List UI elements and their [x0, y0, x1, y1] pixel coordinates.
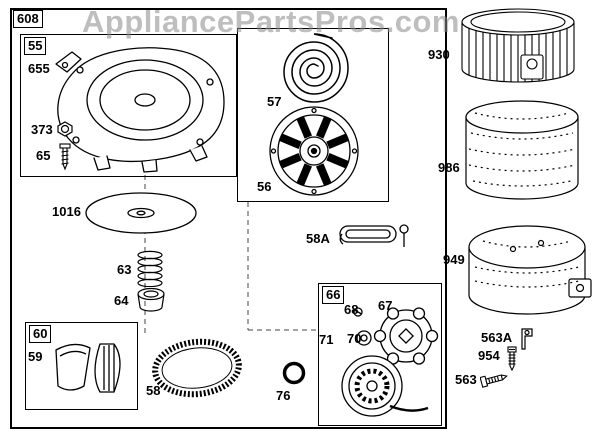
- part-label-986[interactable]: 986: [438, 160, 460, 175]
- part-label-563[interactable]: 563: [455, 372, 477, 387]
- part-label-71[interactable]: 71: [319, 332, 334, 347]
- part-label-59[interactable]: 59: [28, 349, 43, 364]
- part-label-70[interactable]: 70: [347, 331, 362, 346]
- part-label-58[interactable]: 58: [146, 383, 161, 398]
- part-label-67[interactable]: 67: [378, 298, 393, 313]
- part-label-60[interactable]: 60: [29, 325, 52, 343]
- part-label-1016[interactable]: 1016: [52, 204, 81, 219]
- part-label-57[interactable]: 57: [267, 94, 282, 109]
- pulley-halves-59-drawing: [55, 343, 121, 393]
- part-label-563A[interactable]: 563A: [481, 330, 513, 345]
- rewind-pulley-56-drawing: [269, 106, 359, 196]
- cup-washer-64-drawing: [137, 287, 165, 312]
- starter-cup-949-drawing: [468, 225, 592, 315]
- part-label-58A[interactable]: 58A: [306, 231, 330, 246]
- group-box-60: [25, 322, 138, 410]
- part-label-76[interactable]: 76: [276, 388, 291, 403]
- part-label-930[interactable]: 930: [428, 47, 450, 62]
- blower-housing-drawing: [55, 47, 225, 173]
- rewind-screen-1016-drawing: [85, 192, 197, 234]
- part-label-373[interactable]: 373: [31, 122, 53, 137]
- rewind-cage-930-drawing: [461, 8, 575, 83]
- screw-65-drawing: [59, 143, 71, 171]
- part-label-66[interactable]: 66: [322, 286, 345, 304]
- part-label-68[interactable]: 68: [344, 302, 359, 317]
- clutch-ratchet-67: [373, 307, 439, 365]
- clip-563A-drawing: [521, 328, 533, 350]
- clutch-pulley-71: [341, 355, 429, 417]
- rope-guide-58A-drawing: [339, 224, 409, 247]
- part-label-655[interactable]: 655: [28, 61, 50, 76]
- part-label-55[interactable]: 55: [24, 37, 47, 55]
- recoil-spring-57-drawing: [283, 33, 349, 103]
- screw-563-drawing: [480, 374, 508, 388]
- spring-63-drawing: [137, 250, 163, 287]
- starter-clutch-66-drawing: [341, 307, 439, 417]
- part-label-65[interactable]: 65: [36, 148, 51, 163]
- part-label-63[interactable]: 63: [117, 262, 132, 277]
- starter-spring-loop-58-drawing: [152, 338, 242, 398]
- part-label-954[interactable]: 954: [478, 348, 500, 363]
- seal-ring-76-drawing: [282, 361, 306, 385]
- group-box-57-56: [237, 28, 389, 202]
- group-box-55: [20, 34, 237, 177]
- part-label-56[interactable]: 56: [257, 179, 272, 194]
- part-label-608[interactable]: 608: [13, 10, 43, 28]
- group-box-608: [10, 8, 447, 429]
- part-label-949[interactable]: 949: [443, 252, 465, 267]
- screw-954-drawing: [507, 346, 517, 372]
- foam-element-986-drawing: [465, 100, 579, 200]
- part-label-64[interactable]: 64: [114, 293, 129, 308]
- hex-nut-373-drawing: [57, 121, 73, 137]
- group-box-66: [318, 283, 442, 426]
